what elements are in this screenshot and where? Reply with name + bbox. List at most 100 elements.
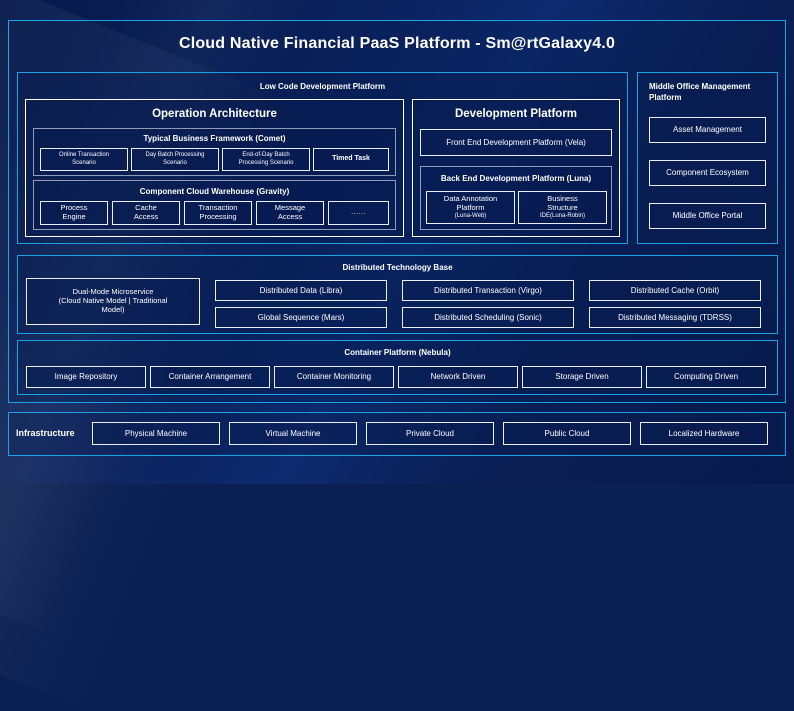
chip-label: Distributed Scheduling (Sonic) — [434, 312, 542, 322]
chip-line2: Access — [277, 212, 303, 221]
chip-line2: (Cloud Native Model | Traditional — [58, 296, 168, 306]
chip-line3: (Luna-Web) — [454, 212, 487, 219]
chip-data-annotation-platform[interactable]: Data Annotation Platform (Luna-Web) — [426, 191, 515, 224]
low-code-platform-title: Low Code Development Platform — [259, 82, 386, 91]
chip-line1: ...... — [351, 208, 366, 216]
chip-front-end-development-platform[interactable]: Front End Development Platform (Vela) — [420, 129, 612, 156]
operation-architecture-panel — [25, 99, 404, 237]
chip-line1: Data Annotation — [443, 194, 498, 204]
back-end-development-platform-panel — [420, 166, 612, 230]
chip-container-arrangement[interactable]: Container Arrangement — [150, 366, 270, 388]
chip-label: Middle Office Portal — [672, 211, 743, 221]
chip-line3: Model) — [101, 304, 125, 314]
typical-business-framework-title: Typical Business Framework (Comet) — [143, 134, 286, 143]
chip-line2: Structure — [547, 202, 578, 212]
chip-asset-management[interactable]: Asset Management — [649, 117, 766, 143]
chip-line1: Timed Task — [332, 155, 370, 163]
page-title: Cloud Native Financial PaaS Platform - S… — [178, 35, 616, 52]
chip-label: Computing Driven — [673, 372, 739, 382]
low-code-platform-panel — [17, 72, 628, 244]
chip-distributed-scheduling[interactable]: Distributed Scheduling (Sonic) — [402, 307, 574, 328]
container-platform-title: Container Platform (Nebula) — [344, 348, 451, 357]
chip-computing-driven[interactable]: Computing Driven — [646, 366, 766, 388]
chip-cache-access[interactable]: Cache Access — [112, 201, 180, 225]
chip-line2: Processing — [199, 212, 237, 221]
chip-line2: Scenario — [72, 159, 96, 166]
chip-physical-machine[interactable]: Physical Machine — [92, 422, 220, 445]
chip-distributed-transaction[interactable]: Distributed Transaction (Virgo) — [402, 280, 574, 301]
chip-online-transaction-scenario[interactable]: Online Transaction Scenario — [40, 148, 128, 171]
chip-distributed-cache[interactable]: Distributed Cache (Orbit) — [589, 280, 761, 301]
chip-line2: Engine — [62, 212, 86, 221]
chip-line1: Business — [547, 194, 578, 204]
chip-distributed-data[interactable]: Distributed Data (Libra) — [215, 280, 387, 301]
distributed-technology-base-title: Distributed Technology Base — [342, 263, 453, 272]
component-cloud-warehouse-title: Component Cloud Warehouse (Gravity) — [139, 187, 290, 196]
operation-architecture-title: Operation Architecture — [152, 108, 277, 120]
chip-line1: Online Transaction — [58, 152, 110, 159]
chip-line1: Day Batch Processing — [145, 152, 205, 159]
chip-end-of-day-batch-processing-scenario[interactable]: End-of-Day Batch Processing Scenario — [222, 148, 310, 171]
chip-dual-mode-microservice[interactable]: Dual-Mode Microservice (Cloud Native Mod… — [26, 278, 200, 325]
chip-process-engine[interactable]: Process Engine — [40, 201, 108, 225]
chip-label: Physical Machine — [124, 428, 188, 438]
chip-line1: Transaction — [198, 203, 238, 213]
chip-line1: Process — [60, 203, 88, 213]
background-gradient — [0, 0, 794, 484]
chip-image-repository[interactable]: Image Repository — [26, 366, 146, 388]
middle-office-panel — [637, 72, 778, 244]
chip-label: Network Driven — [430, 372, 486, 382]
chip-private-cloud[interactable]: Private Cloud — [366, 422, 494, 445]
chip-label: Asset Management — [673, 125, 742, 135]
chip-label: Distributed Data (Libra) — [259, 285, 343, 295]
chip-virtual-machine[interactable]: Virtual Machine — [229, 422, 357, 445]
platform-outer-frame — [8, 20, 786, 403]
chip-line1: Cache — [135, 203, 157, 213]
chip-label: Container Monitoring — [296, 372, 372, 382]
back-end-development-platform-title: Back End Development Platform (Luna) — [440, 174, 592, 183]
chip-localized-hardware[interactable]: Localized Hardware — [640, 422, 768, 445]
chip-middle-office-portal[interactable]: Middle Office Portal — [649, 203, 766, 229]
chip-timed-task[interactable]: Timed Task — [313, 148, 389, 171]
chip-line2: Processing Scenario — [238, 159, 294, 166]
chip-business-structure-ide[interactable]: Business Structure IDE(Luna-Robin) — [518, 191, 607, 224]
development-platform-title: Development Platform — [454, 108, 578, 120]
chip-line1: End-of-Day Batch — [242, 152, 290, 159]
component-cloud-warehouse-panel — [33, 180, 396, 230]
chip-label: Distributed Transaction (Virgo) — [434, 285, 542, 295]
chip-label: Localized Hardware — [668, 428, 740, 438]
chip-label: Container Arrangement — [168, 372, 252, 382]
chip-line3: IDE(Luna-Robin) — [539, 212, 586, 219]
chip-line2: Platform — [456, 202, 485, 212]
chip-label: Virtual Machine — [265, 428, 321, 438]
container-platform-panel — [17, 340, 778, 395]
typical-business-framework-panel — [33, 128, 396, 176]
chip-label: Distributed Cache (Orbit) — [630, 285, 720, 295]
chip-network-driven[interactable]: Network Driven — [398, 366, 518, 388]
development-platform-panel — [412, 99, 620, 237]
chip-more-ellipsis[interactable]: ...... — [328, 201, 389, 225]
chip-label: Image Repository — [54, 372, 118, 382]
chip-label: Distributed Messaging (TDRSS) — [618, 312, 732, 322]
chip-global-sequence[interactable]: Global Sequence (Mars) — [215, 307, 387, 328]
chip-public-cloud[interactable]: Public Cloud — [503, 422, 631, 445]
infrastructure-label: Infrastructure — [16, 428, 75, 438]
chip-label: Private Cloud — [405, 428, 455, 438]
chip-line1: Dual-Mode Microservice — [72, 287, 154, 297]
chip-label: Global Sequence (Mars) — [257, 312, 345, 322]
chip-label: Storage Driven — [555, 372, 609, 382]
chip-component-ecosystem[interactable]: Component Ecosystem — [649, 160, 766, 186]
chip-label: Public Cloud — [544, 428, 590, 438]
chip-container-monitoring[interactable]: Container Monitoring — [274, 366, 394, 388]
chip-storage-driven[interactable]: Storage Driven — [522, 366, 642, 388]
middle-office-title: Middle Office Management Platform — [649, 82, 751, 102]
distributed-technology-base-panel — [17, 255, 778, 334]
chip-label: Component Ecosystem — [666, 168, 749, 178]
chip-day-batch-processing-scenario[interactable]: Day Batch Processing Scenario — [131, 148, 219, 171]
chip-distributed-messaging[interactable]: Distributed Messaging (TDRSS) — [589, 307, 761, 328]
chip-message-access[interactable]: Message Access — [256, 201, 324, 225]
chip-line2: Scenario — [163, 159, 187, 166]
chip-line2: Access — [133, 212, 159, 221]
chip-transaction-processing[interactable]: Transaction Processing — [184, 201, 252, 225]
chip-label: Front End Development Platform (Vela) — [446, 137, 586, 147]
